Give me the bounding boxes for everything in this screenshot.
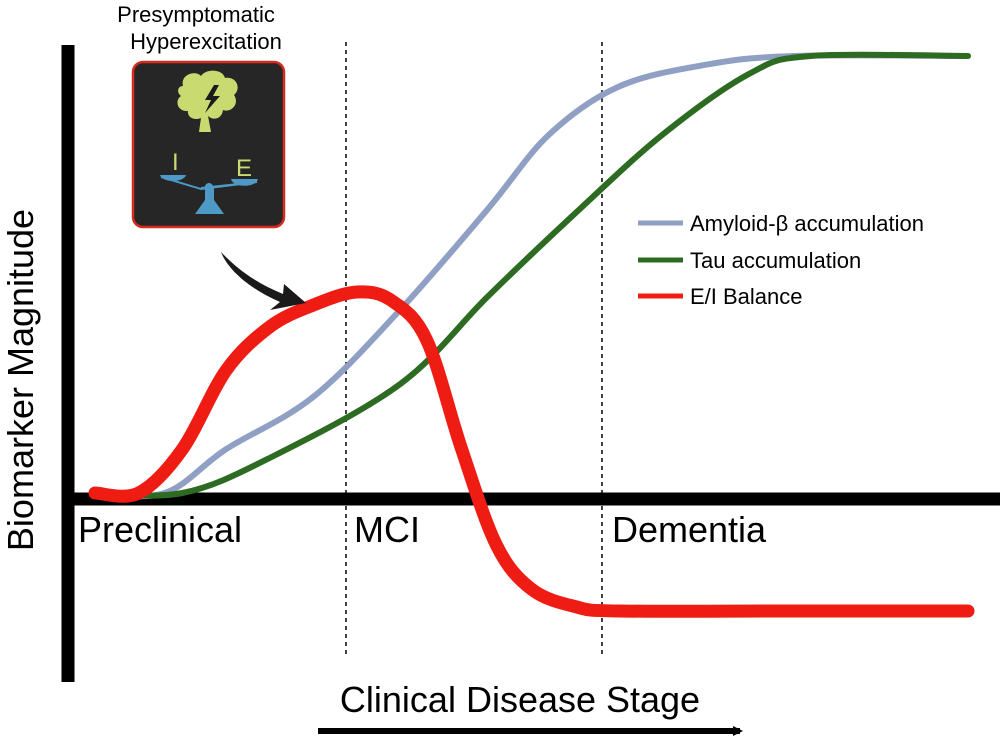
inset-panel: I E [131,60,286,229]
stage-label-dementia: Dementia [612,509,767,550]
legend-label-ei-balance: E/I Balance [690,284,803,309]
inset-title-line1: Presymptomatic [117,2,275,27]
legend-label-amyloid: Amyloid-β accumulation [690,211,924,236]
inset-title-line2: Hyperexcitation [130,29,282,54]
inset-letter-e: E [236,155,252,182]
y-axis-title: Biomarker Magnitude [0,209,41,551]
brain-lightning-icon [177,70,238,132]
x-axis-title: Clinical Disease Stage [340,679,700,720]
inset-letter-i: I [172,149,179,176]
stage-label-mci: MCI [354,509,420,550]
series-line-tau [92,51,971,499]
series-line-ei-balance [88,285,975,618]
inset-panel-box [131,60,286,229]
balance-scale-icon [160,175,258,214]
legend-label-tau: Tau accumulation [690,248,861,273]
inset-pointer-arrow [221,252,306,310]
series-line-amyloid [92,52,971,500]
stage-label-preclinical: Preclinical [78,509,242,550]
legend: Amyloid-β accumulation Tau accumulation … [638,211,924,309]
